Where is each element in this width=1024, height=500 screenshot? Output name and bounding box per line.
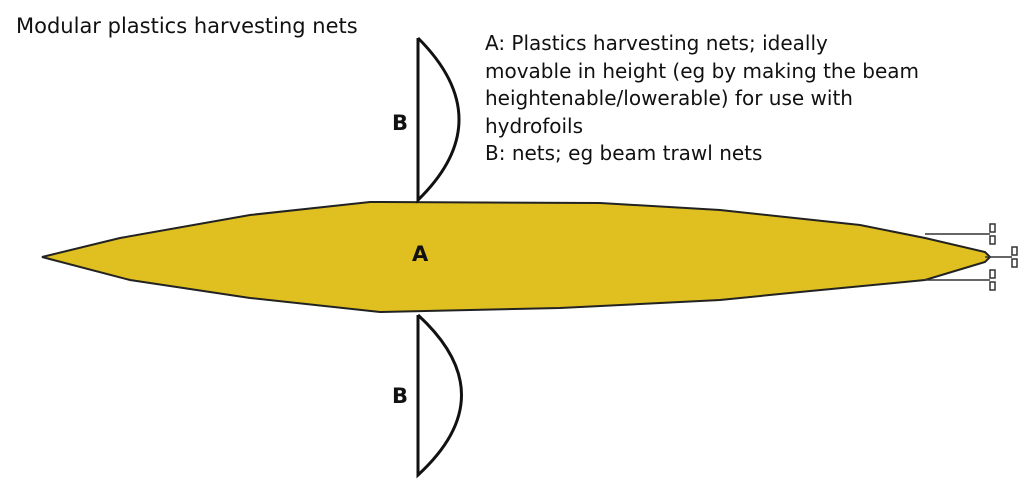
legend-line: B: nets; eg beam trawl nets [485, 141, 763, 165]
legend: A: Plastics harvesting nets; ideally mov… [485, 30, 919, 168]
net-top-label: B [392, 111, 409, 135]
legend-line: heightenable/lowerable) for use with [485, 86, 853, 110]
legend-line: movable in height (eg by making the beam [485, 58, 919, 83]
legend-line: A: Plastics harvesting nets; ideally [485, 31, 828, 55]
legend-line: hydrofoils [485, 113, 584, 138]
hull-shape [41, 200, 992, 314]
hull-label: A [412, 242, 429, 266]
stern-propellers [925, 223, 1018, 291]
net-bottom [416, 313, 463, 479]
net-top [416, 36, 461, 204]
diagram-title: Modular plastics harvesting nets [16, 14, 358, 38]
net-bottom-label: B [392, 384, 409, 408]
